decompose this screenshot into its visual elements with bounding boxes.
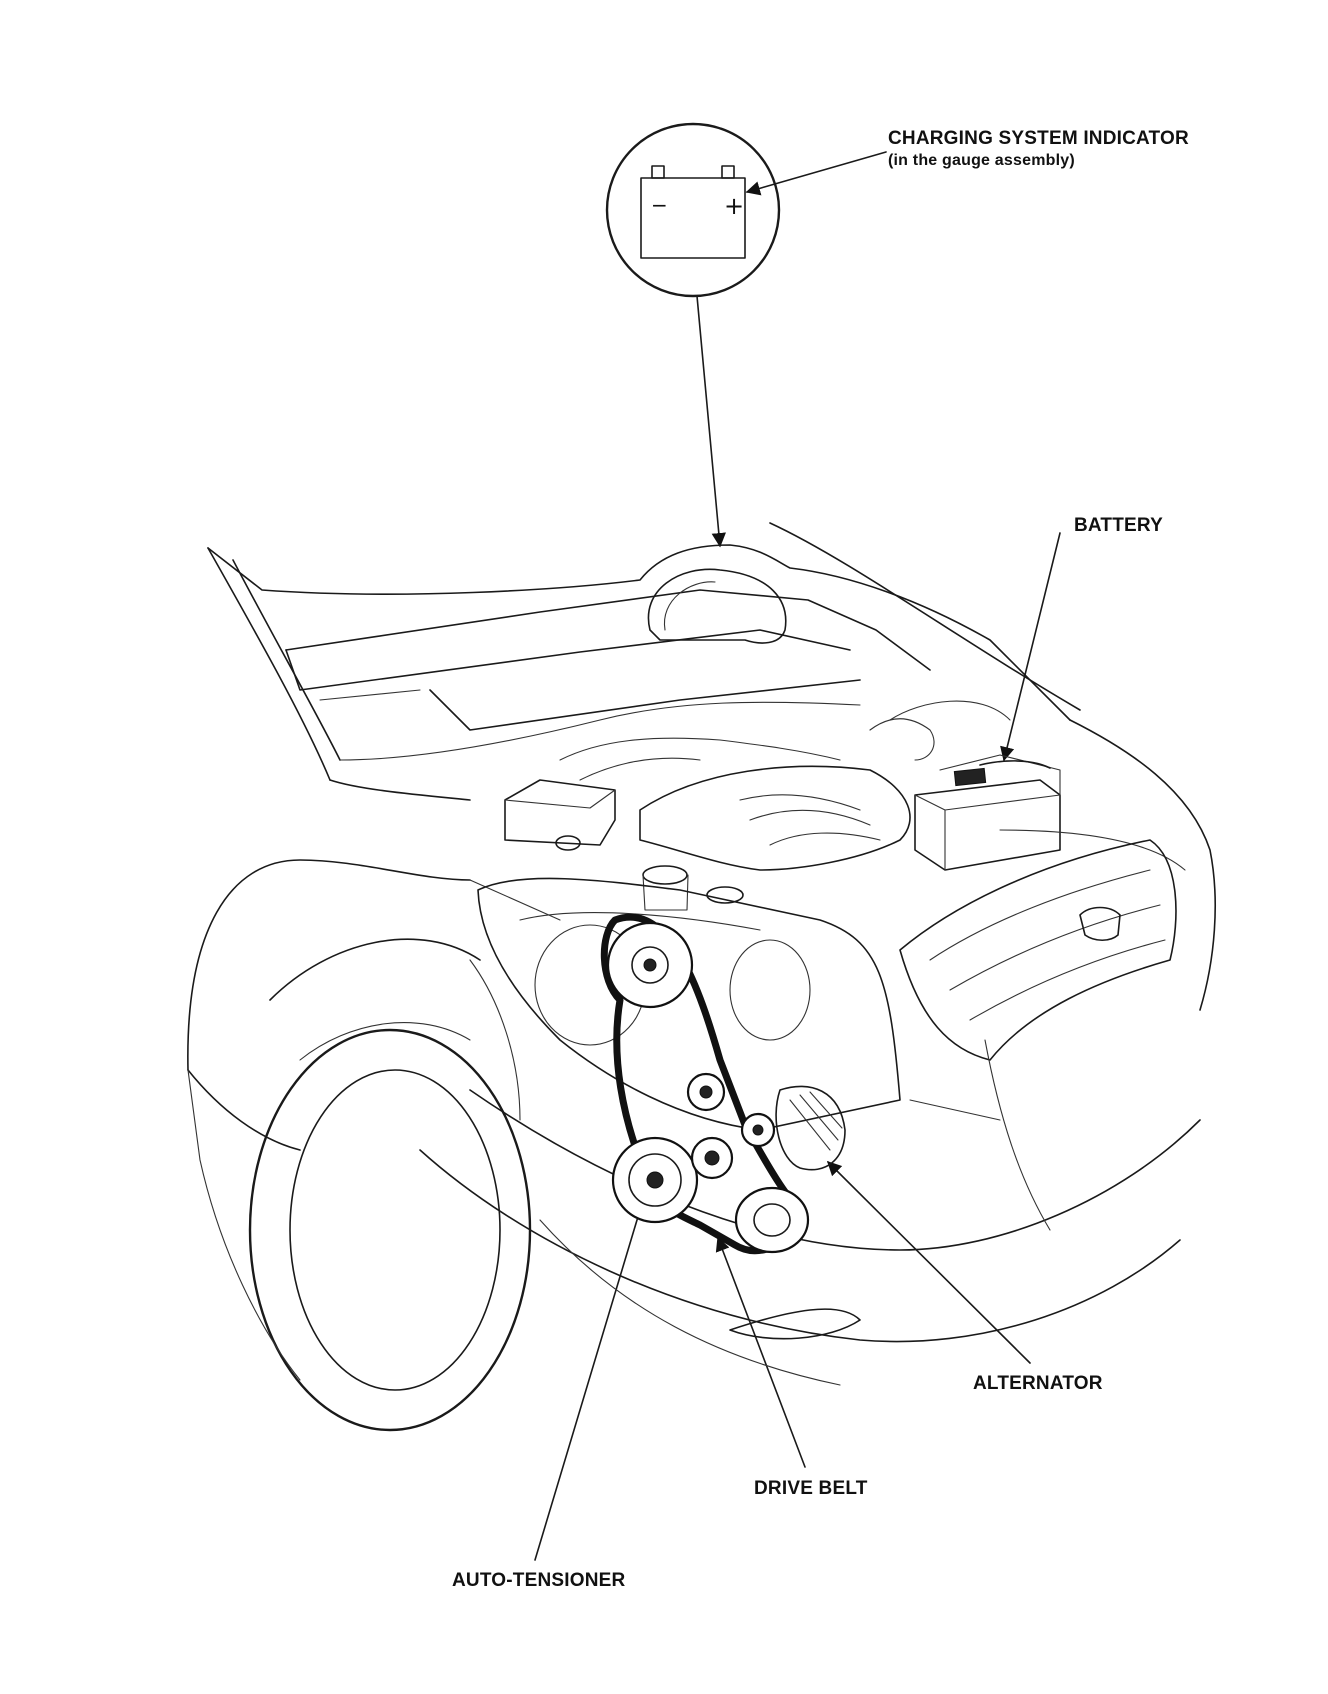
battery-plus-symbol: +: [724, 192, 744, 220]
alternator-body: [775, 1085, 846, 1171]
drive-belt-leader-line: [715, 1236, 806, 1468]
charging-indicator-inset: − +: [605, 122, 781, 298]
drive-belt: [600, 913, 804, 1255]
charging-indicator-label: CHARGING SYSTEM INDICATOR: [888, 128, 1189, 149]
indicator-leader-line: [745, 151, 887, 196]
battery-leader-line: [1000, 532, 1061, 762]
charging-indicator-note: (in the gauge assembly): [888, 152, 1075, 169]
battery-minus-symbol: −: [651, 193, 668, 217]
alternator-leader-line: [826, 1160, 1031, 1364]
auto-tensioner-leader-line: [534, 1159, 656, 1561]
belt-drive-system: [600, 913, 846, 1255]
drive-belt-label: DRIVE BELT: [754, 1478, 868, 1499]
lower-pulley: [734, 1186, 810, 1254]
leader-lines: [534, 151, 1061, 1561]
auto-tensioner-label: AUTO-TENSIONER: [452, 1570, 626, 1591]
inset-to-gauge-arrow: [696, 295, 726, 548]
car-body: [187, 719, 1216, 1432]
engine-bay: [329, 700, 1061, 911]
raised-hood: [207, 522, 1081, 781]
battery-label: BATTERY: [1074, 515, 1164, 536]
alternator-label: ALTERNATOR: [973, 1373, 1103, 1394]
